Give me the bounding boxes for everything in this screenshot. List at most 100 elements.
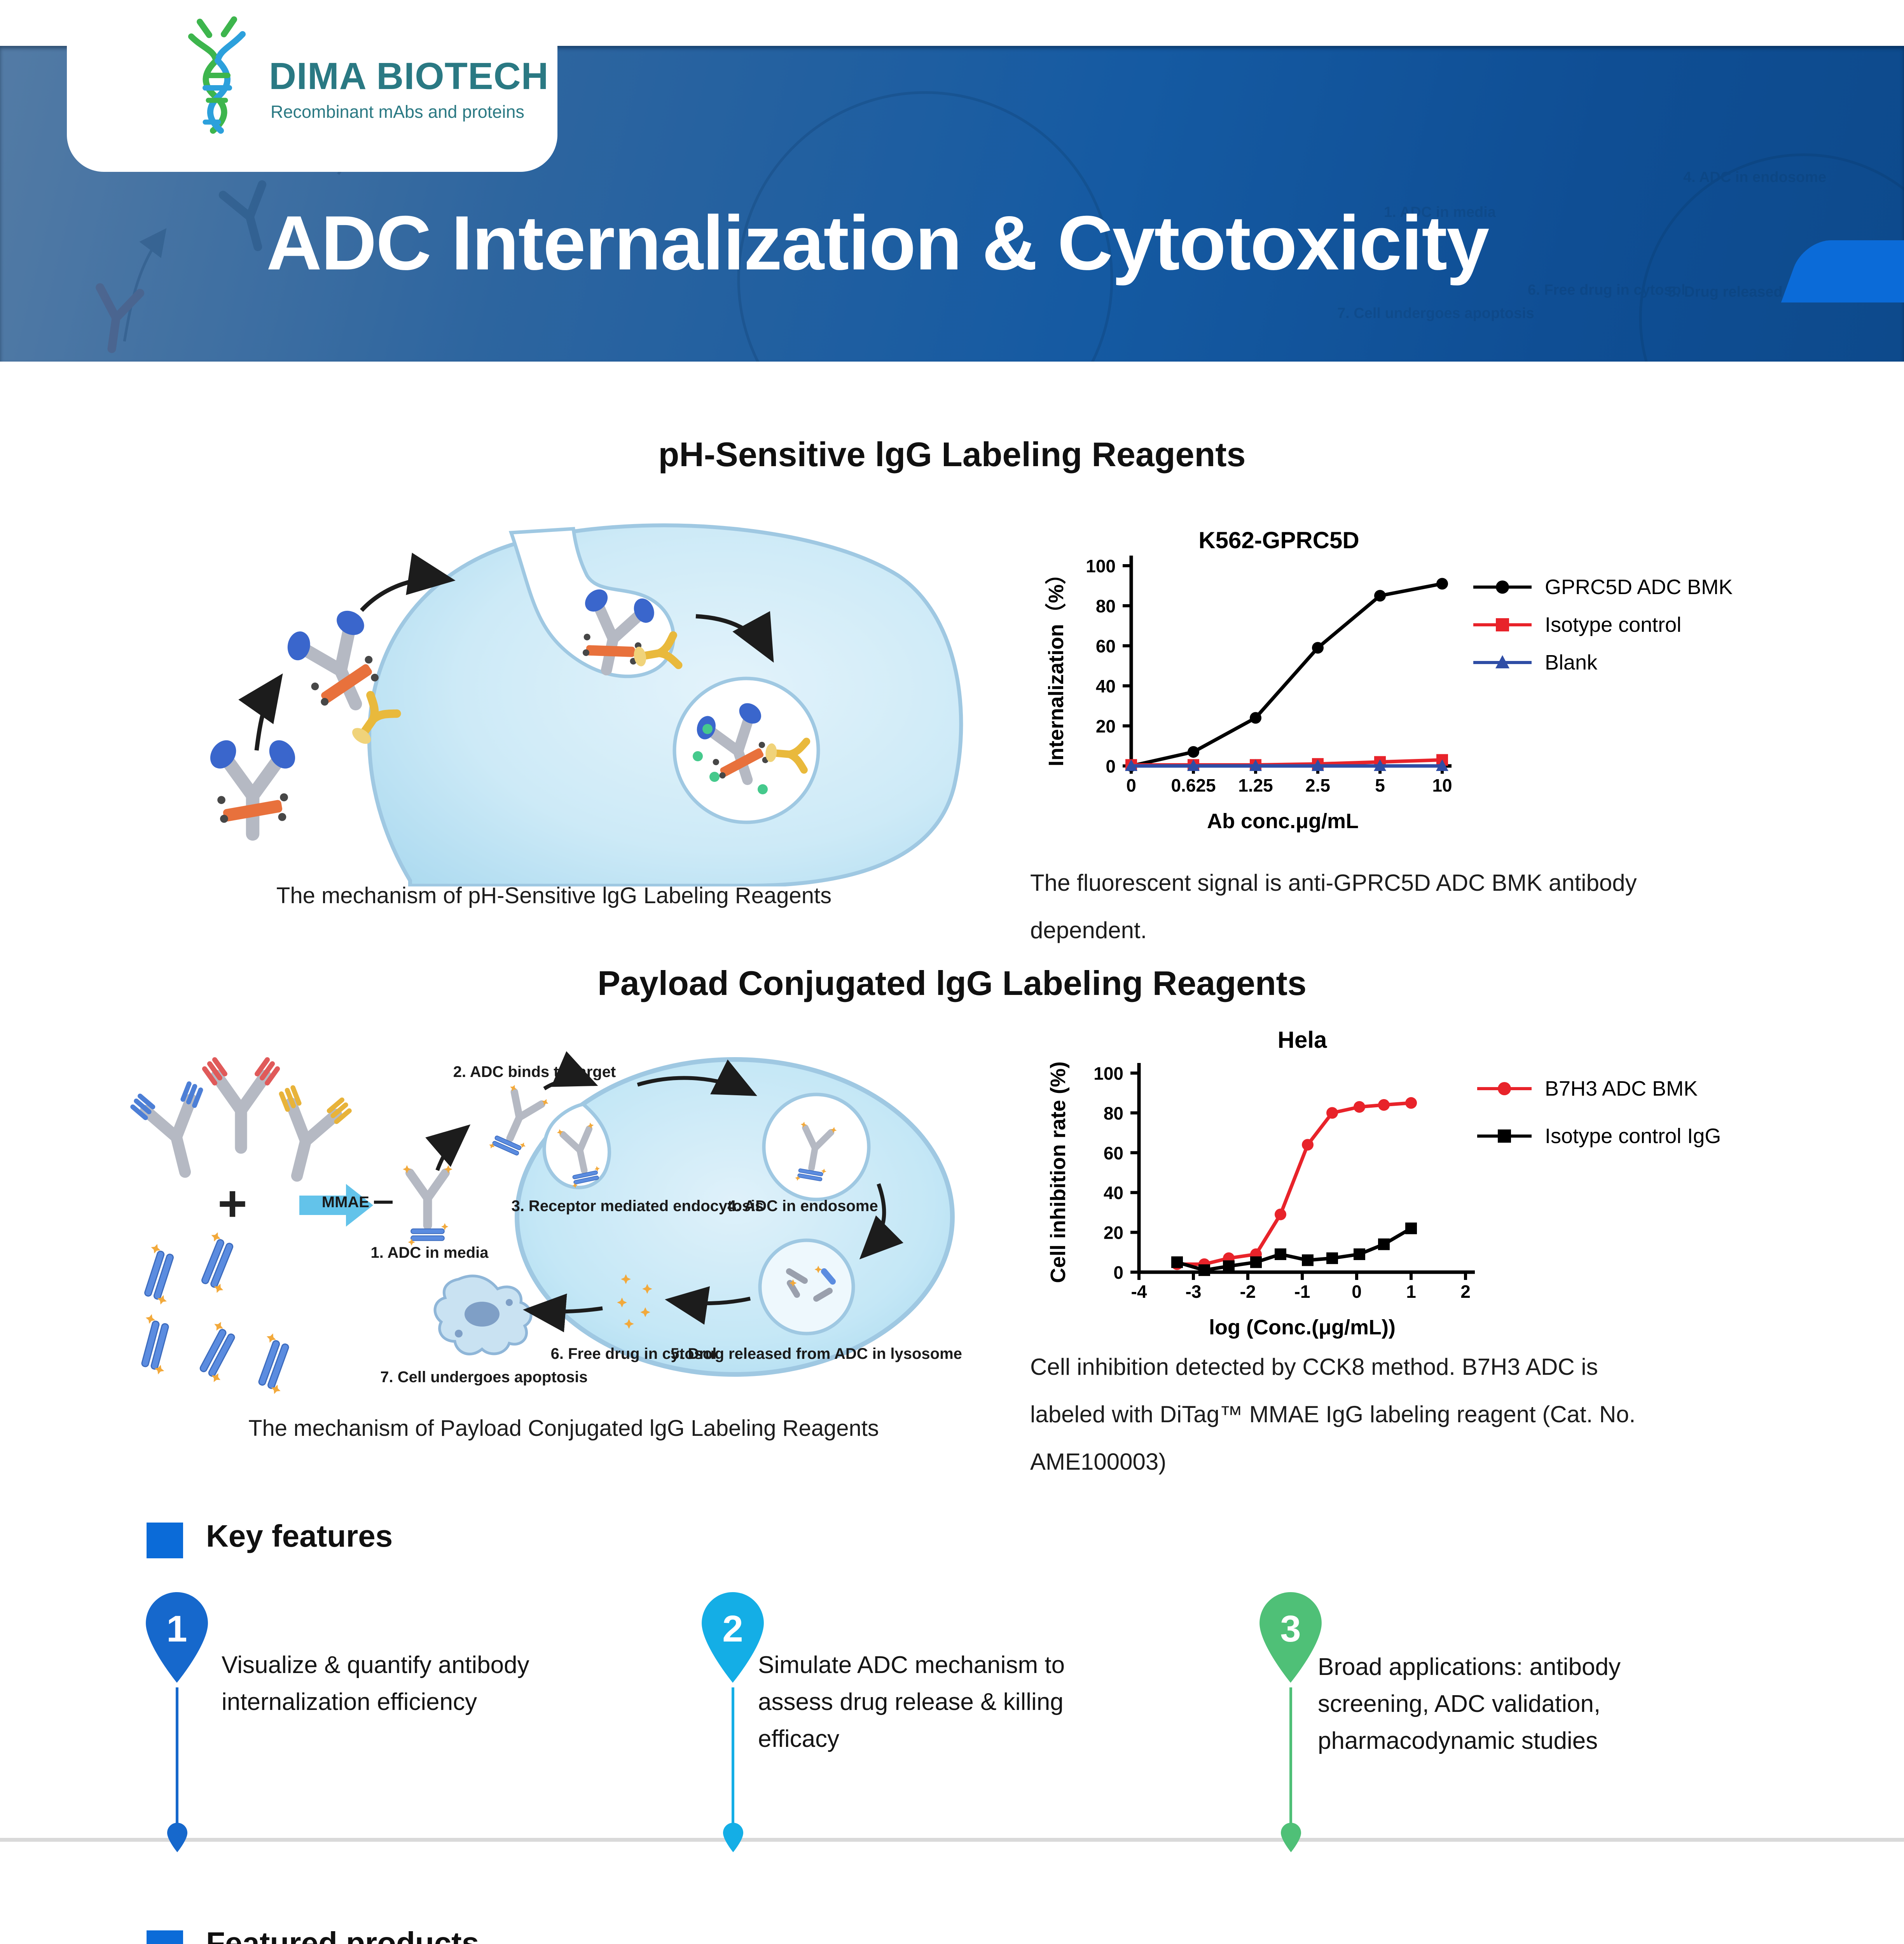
arrow-to-cytosol xyxy=(665,1286,751,1325)
vesicle xyxy=(673,677,820,824)
ph-mechanism-illustration xyxy=(136,523,963,886)
ghost-label-step6: 6. Free drug in cytosol xyxy=(1528,282,1685,298)
logo-panel: DIMA BIOTECH Recombinant mAbs and protei… xyxy=(67,0,557,172)
axes xyxy=(1129,556,1452,768)
arrow-to-lysosome xyxy=(859,1183,903,1260)
y-tick-label: 80 xyxy=(1096,596,1116,616)
brand-tagline: Recombinant mAbs and proteins xyxy=(271,102,524,122)
x-tick-label: 0 xyxy=(1126,775,1136,795)
x-tick-label: 1 xyxy=(1406,1281,1416,1302)
arrow-top xyxy=(360,552,456,612)
legend-label: B7H3 ADC BMK xyxy=(1545,1077,1698,1100)
key-features-bullet xyxy=(147,1523,183,1558)
page-title: ADC Internalization & Cytotoxicity xyxy=(266,200,1489,286)
lysosome xyxy=(758,1238,855,1336)
step7-label: 7. Cell undergoes apoptosis xyxy=(380,1369,587,1386)
payload-cluster xyxy=(132,1231,298,1396)
y-tick-label: 100 xyxy=(1086,556,1116,576)
y-tick-label: 60 xyxy=(1104,1143,1123,1163)
step6-label: 6. Free drug in cytosol xyxy=(551,1345,717,1362)
ghost-cell-circle xyxy=(737,91,1113,362)
series-Isotype control xyxy=(1131,758,1443,767)
series-GPRC5D ADC BMK xyxy=(1131,582,1443,768)
feature-drop-2 xyxy=(723,1823,743,1852)
x-tick-label: -3 xyxy=(1186,1281,1202,1302)
section-ph-title: pH-Sensitive lgG Labeling Reagents xyxy=(658,435,1246,474)
x-axis-label: Ab conc.μg/mL xyxy=(1207,809,1359,833)
feature-line-1 xyxy=(176,1687,178,1827)
series-B7H3 ADC BMK xyxy=(1177,1101,1411,1266)
x-tick-label: 10 xyxy=(1432,775,1452,795)
x-tick-label: -2 xyxy=(1240,1281,1256,1302)
step1-label: 1. ADC in media xyxy=(370,1244,489,1261)
section-payload-title: Payload Conjugated lgG Labeling Reagents xyxy=(597,964,1307,1002)
feature-text-1: Visualize & quantify antibody internaliz… xyxy=(222,1652,529,1715)
step4-label: 4. ADC in endosome xyxy=(727,1198,878,1215)
feature-drop-3 xyxy=(1281,1823,1301,1852)
chart-title: Hela xyxy=(1278,1027,1327,1053)
y-axis-label: Internalization（%） xyxy=(1045,563,1068,766)
legend-label: Blank xyxy=(1545,651,1598,674)
feature-text-2: Simulate ADC mechanism to assess drug re… xyxy=(758,1652,1065,1752)
feature-number-3: 3 xyxy=(1280,1608,1301,1650)
x-tick-label: 2.5 xyxy=(1305,775,1330,795)
arrow-bind xyxy=(543,1051,598,1091)
feature-drop-1 xyxy=(167,1823,187,1852)
step5-label: 5. Drug released from ADC in lysosome xyxy=(671,1345,962,1362)
ghost-label-step7: 7. Cell undergoes apoptosis xyxy=(1337,305,1534,322)
ph-dye-dots xyxy=(693,724,768,794)
y-tick-label: 40 xyxy=(1104,1183,1123,1203)
payload-mechanism-illustration: + MMAE 1. ADC in media xyxy=(97,1051,962,1419)
y-tick-label: 60 xyxy=(1096,636,1116,656)
series-Isotype control IgG xyxy=(1176,1227,1412,1272)
cell-body xyxy=(367,523,963,886)
y-axis-label: Cell inhibition rate (%) xyxy=(1046,1061,1070,1283)
degraded-adc xyxy=(786,1268,836,1302)
ghost-arrow-2 xyxy=(123,228,167,342)
arrow-up xyxy=(238,673,283,751)
x-tick-label: -4 xyxy=(1131,1281,1147,1302)
plus-sign: + xyxy=(218,1175,247,1232)
y-tick-label: 0 xyxy=(1106,756,1116,776)
ph-chart-caption: The fluorescent signal is anti-GPRC5D AD… xyxy=(1030,870,1637,943)
feature-pin-3 xyxy=(1259,1592,1322,1683)
step2-label: 2. ADC binds to target xyxy=(453,1063,616,1080)
feature-number-2: 2 xyxy=(722,1608,743,1650)
timeline-divider xyxy=(0,1838,1904,1842)
key-features-title: Key features xyxy=(206,1519,393,1553)
legend-label: GPRC5D ADC BMK xyxy=(1545,575,1733,599)
featured-products-bullet xyxy=(147,1930,183,1944)
x-axis-label: log (Conc.(μg/mL)) xyxy=(1209,1316,1396,1339)
ghost-label-step4: 4. ADC in endosome xyxy=(1683,169,1826,185)
feature-number-1: 1 xyxy=(166,1608,187,1650)
step3-label: 3. Receptor mediated endocytosis xyxy=(511,1198,763,1215)
arrow-right xyxy=(695,611,774,663)
feature-pin-1 xyxy=(146,1592,208,1683)
feature-pin-2 xyxy=(702,1592,764,1683)
x-tick-label: 2 xyxy=(1460,1281,1471,1302)
x-tick-label: 0 xyxy=(1352,1281,1362,1302)
feature-line-2 xyxy=(732,1687,734,1827)
y-tick-label: 20 xyxy=(1104,1223,1123,1243)
arrow-to-apoptosis xyxy=(523,1294,603,1332)
ph-diagram-caption: The mechanism of pH-Sensitive lgG Labeli… xyxy=(276,883,832,908)
chart-title: K562-GPRC5D xyxy=(1198,527,1359,553)
y-tick-label: 0 xyxy=(1113,1262,1123,1283)
featured-products-title: Featured products xyxy=(206,1926,479,1944)
legend-label: Isotype control IgG xyxy=(1545,1124,1721,1148)
feature-line-3 xyxy=(1289,1687,1292,1827)
ghost-cell-circle-2 xyxy=(1639,153,1904,362)
process-arrow xyxy=(299,1184,373,1227)
y-tick-label: 40 xyxy=(1096,676,1116,696)
feature-text-3: Broad applications: antibody screening, … xyxy=(1318,1654,1621,1754)
x-tick-label: 1.25 xyxy=(1238,775,1273,795)
ghost-label-step1: 1. ADC in media xyxy=(1384,204,1496,220)
axes xyxy=(1137,1063,1475,1274)
payload-diagram-caption: The mechanism of Payload Conjugated lgG … xyxy=(248,1416,879,1441)
arrow-media-up xyxy=(425,1124,471,1171)
legend-label: Isotype control xyxy=(1545,613,1681,636)
y-tick-label: 80 xyxy=(1104,1103,1123,1123)
arrow-endocytosis xyxy=(637,1059,757,1096)
